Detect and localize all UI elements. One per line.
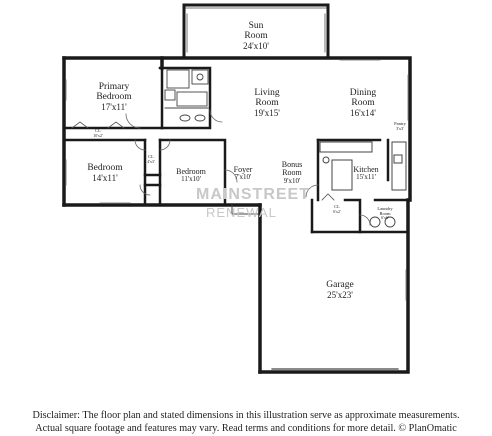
room-name: Bonus xyxy=(281,160,303,169)
exterior-windows xyxy=(65,59,409,301)
room-dimensions: 16'x14' xyxy=(350,107,376,118)
room-dimensions: 4'x3' xyxy=(147,158,155,164)
sun-room-windows xyxy=(185,7,327,53)
room-name: Laundry xyxy=(377,206,393,211)
interior-walls xyxy=(62,56,410,234)
room-label-living-room: Living Room 19'x15' xyxy=(242,88,292,118)
room-dimensions: 3'x3' xyxy=(396,125,404,131)
room-dimensions: 17'x11' xyxy=(101,101,127,112)
room-name: Sun xyxy=(248,21,264,31)
room-name: Living xyxy=(254,88,280,98)
room-dimensions: 7'x10' xyxy=(234,173,252,182)
room-dimensions: 11'x10' xyxy=(181,175,201,184)
room-label-primary-bedroom: Primary Bedroom 17'x11' xyxy=(84,82,144,112)
room-dimensions: 6'x6' xyxy=(381,215,389,221)
room-label-cl-small: CL 4'x3' xyxy=(143,154,159,164)
room-label-garage: Garage 25'x23' xyxy=(310,280,370,300)
room-name-2: Room xyxy=(244,30,268,41)
room-name: CL xyxy=(334,204,340,209)
room-name-2: Room xyxy=(351,97,375,108)
room-dimensions: 25'x23' xyxy=(327,289,353,300)
room-label-laundry-room: Laundry Room 6'x6' xyxy=(370,206,400,221)
room-dimensions: 15'x11' xyxy=(356,173,376,182)
room-label-bedroom-2: Bedroom 11'x10' xyxy=(168,167,214,184)
room-dimensions: 9'x10' xyxy=(283,176,301,185)
watermark-line1: MAINSTREET xyxy=(196,186,310,203)
room-name: Pantry xyxy=(394,121,406,126)
watermark-logo-text: MAINSTREET xyxy=(196,186,310,204)
door-swings xyxy=(125,109,371,226)
room-dimensions: 6'x2' xyxy=(333,208,341,214)
room-dimensions: 14'x11' xyxy=(92,172,118,183)
room-dimensions: 24'x10' xyxy=(243,40,269,51)
bath-fixtures xyxy=(164,69,209,122)
room-name: Foyer xyxy=(233,165,253,174)
room-label-cl-hall: CL 6'x2' xyxy=(328,204,346,214)
entry-stoop xyxy=(231,204,259,215)
watermark-tagline: RENEWAL xyxy=(206,205,277,220)
room-name-2: Room xyxy=(255,97,279,108)
room-label-sun-room: Sun Room 24'x10' xyxy=(221,21,291,51)
disclaimer: Disclaimer: The floor plan and stated di… xyxy=(0,409,492,435)
kitchen-cabinets xyxy=(319,141,407,191)
laundry-fixtures xyxy=(369,216,396,228)
room-name-2: Room xyxy=(379,210,391,216)
room-dimensions: 10'x2' xyxy=(93,132,103,138)
watermark-line2: RENEWAL xyxy=(206,205,277,220)
room-label-cl-primary: CL 10'x2' xyxy=(86,128,110,138)
room-label-pantry: Pantry 3'x3' xyxy=(390,121,410,131)
room-name: Primary xyxy=(98,82,130,92)
room-name: Garage xyxy=(326,280,354,290)
room-name: Bedroom xyxy=(87,163,123,173)
sun-room-walls xyxy=(182,3,330,60)
room-name-2: Bedroom xyxy=(96,91,132,102)
room-label-kitchen: Kitchen 15'x11' xyxy=(344,165,388,182)
room-dimensions: 19'x15' xyxy=(254,107,280,118)
closet-doors xyxy=(71,121,335,201)
room-label-bonus-room: Bonus Room 9'x10' xyxy=(276,160,308,185)
disclaimer-line-1: Disclaimer: The floor plan and stated di… xyxy=(32,410,460,421)
room-name: Dining xyxy=(349,88,377,98)
room-label-bedroom-1: Bedroom 14'x11' xyxy=(80,163,130,183)
room-name: Bedroom xyxy=(176,167,206,176)
room-name: CL xyxy=(95,128,101,133)
room-label-foyer: Foyer 7'x10' xyxy=(228,165,258,182)
room-name-2: Room xyxy=(282,168,302,178)
room-label-dining-room: Dining Room 16'x14' xyxy=(338,88,388,118)
room-name: Kitchen xyxy=(353,165,379,174)
room-name: CL xyxy=(148,154,154,159)
disclaimer-line-2: Actual square footage and features may v… xyxy=(35,423,457,434)
